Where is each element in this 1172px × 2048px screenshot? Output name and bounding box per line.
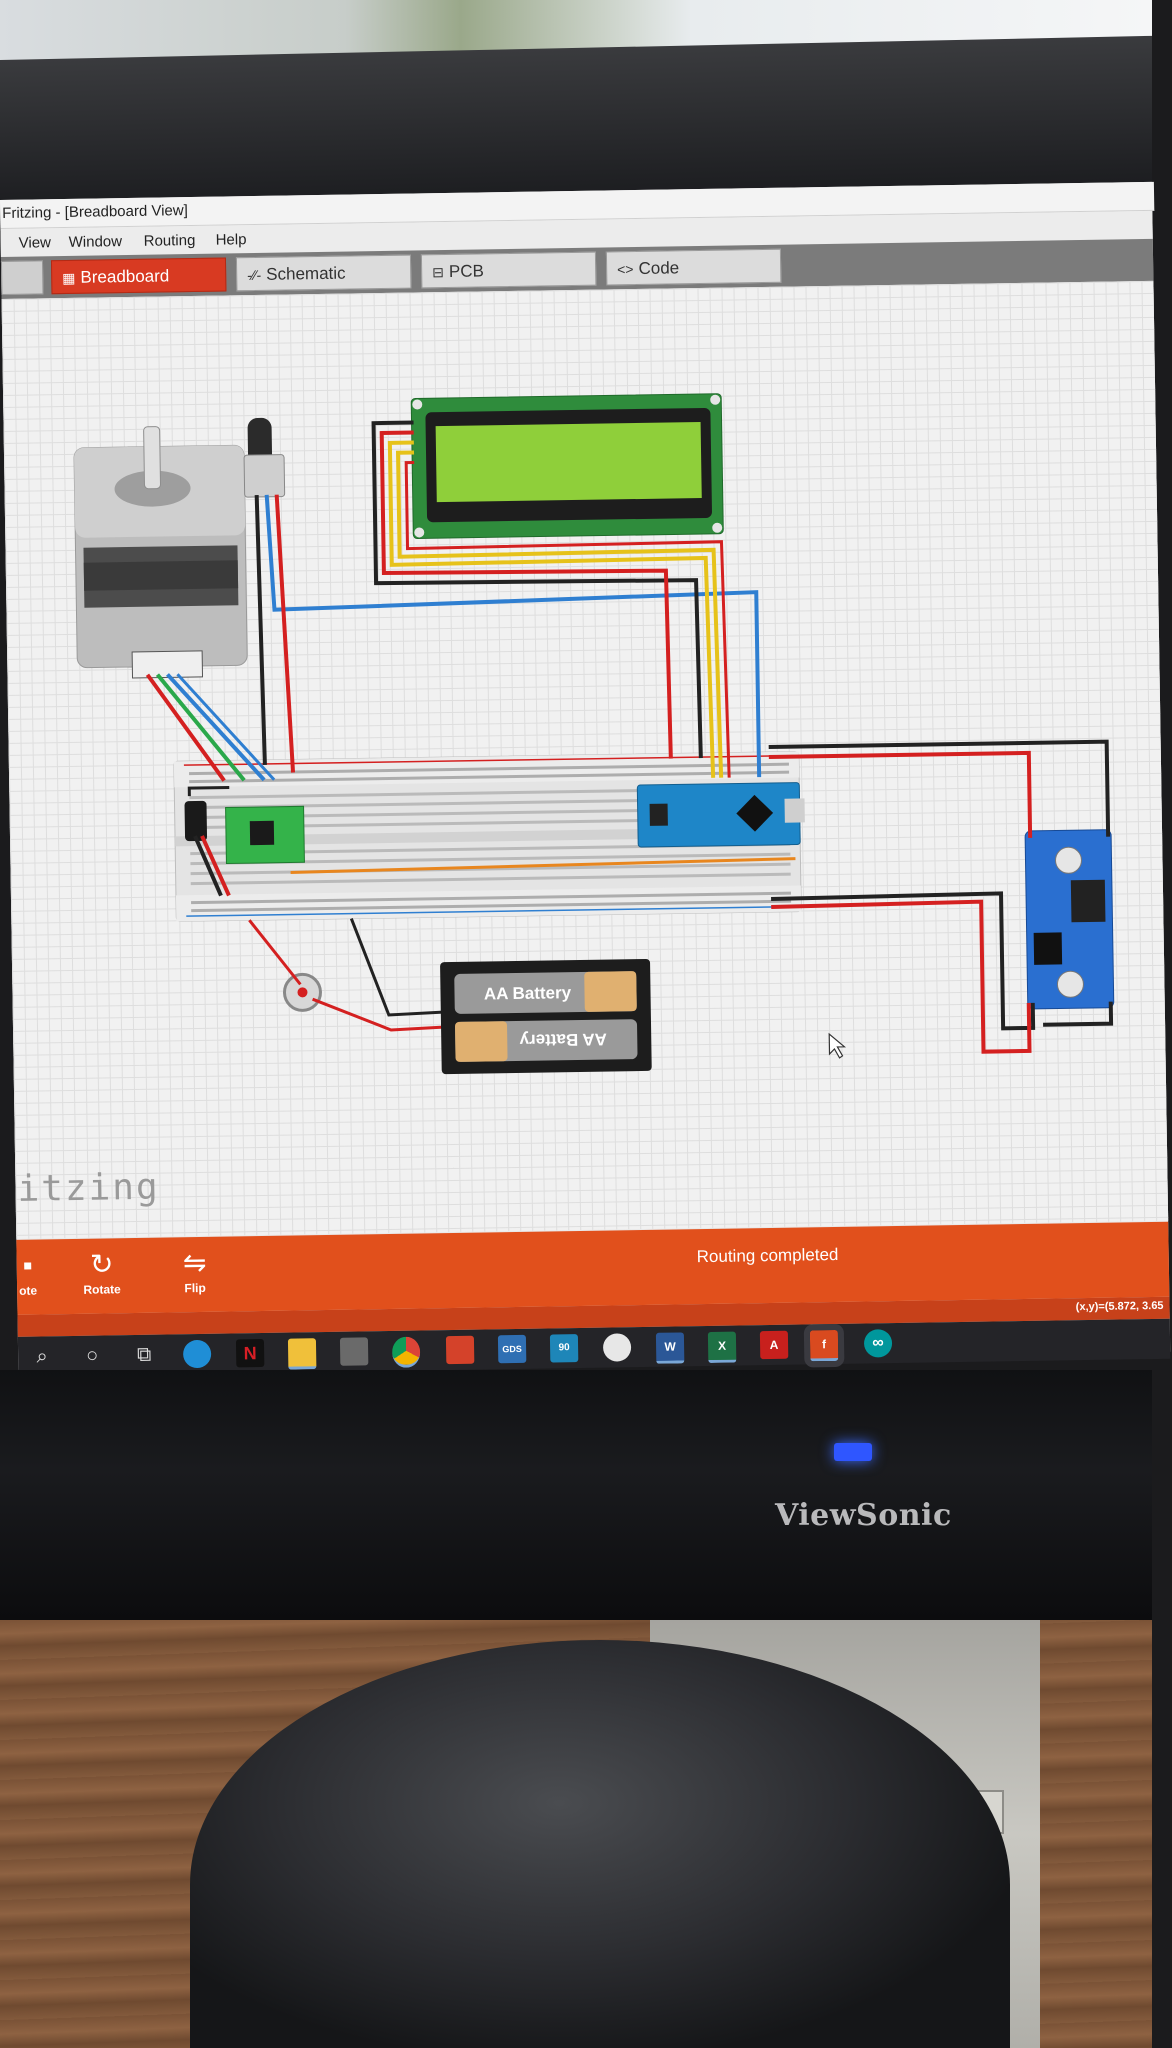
power-led-icon: [834, 1443, 872, 1461]
circuit-drawing: AA Battery AA Battery: [73, 393, 1115, 1075]
search-icon[interactable]: ⌕: [36, 1345, 48, 1368]
dc-jack[interactable]: [184, 800, 208, 842]
app-round-icon[interactable]: [602, 1333, 632, 1362]
fritzing-watermark: itzing: [17, 1166, 160, 1210]
menu-view[interactable]: View: [18, 234, 52, 252]
tab-schematic[interactable]: -⁄⁄- Schematic: [235, 254, 412, 292]
gds-icon[interactable]: GDS: [497, 1334, 527, 1364]
edge-icon[interactable]: [182, 1339, 212, 1369]
acrobat-icon[interactable]: A: [759, 1330, 789, 1360]
lcd-display[interactable]: [410, 393, 724, 539]
battery-label-top: AA Battery: [484, 983, 572, 1003]
chrome-icon[interactable]: [391, 1336, 421, 1368]
tab-pcb-label: PCB: [448, 261, 485, 281]
excel-icon[interactable]: X: [707, 1331, 737, 1364]
mouse-cursor-icon: [828, 1032, 847, 1059]
stepper-driver-board[interactable]: [225, 805, 305, 865]
note-button[interactable]: ▪ ote: [16, 1248, 39, 1298]
tab-schematic-label: Schematic: [266, 263, 346, 284]
store-icon[interactable]: [339, 1337, 369, 1366]
stepper-motor[interactable]: [73, 425, 248, 679]
tab-breadboard-label: Breadboard: [80, 266, 170, 287]
file-explorer-icon[interactable]: [287, 1338, 317, 1370]
potentiometer[interactable]: [243, 417, 286, 498]
cursor-coordinates: (x,y)=(5.872, 3.65: [1075, 1299, 1164, 1314]
monitor-bezel-bottom: [0, 1370, 1152, 1620]
tab-code-label: Code: [638, 258, 680, 278]
window-title: Fritzing - [Breadboard View]: [2, 202, 188, 222]
tab-code[interactable]: <>Code: [605, 248, 782, 286]
app-icon[interactable]: 90: [549, 1334, 579, 1363]
sketchup-icon[interactable]: [445, 1335, 475, 1365]
arduino-icon[interactable]: ∞: [863, 1329, 893, 1358]
menu-help[interactable]: Help: [215, 231, 247, 249]
buck-converter[interactable]: [1024, 829, 1115, 1010]
note-icon: ▪: [22, 1249, 33, 1281]
arduino-nano[interactable]: [636, 782, 805, 848]
fritzing-icon[interactable]: f: [803, 1323, 845, 1368]
monitor-stand: [190, 1640, 1010, 2048]
menu-window[interactable]: Window: [68, 233, 123, 251]
rotate-icon: ↻: [89, 1248, 114, 1280]
monitor-screen: Fritzing - [Breadboard View] View Window…: [0, 181, 1171, 1377]
rotate-label: Rotate: [83, 1282, 121, 1297]
flip-label: Flip: [184, 1280, 206, 1296]
breadboard-icon: ▦: [62, 269, 76, 287]
tab-breadboard[interactable]: ▦Breadboard: [50, 257, 227, 295]
aa-battery-pack[interactable]: AA Battery AA Battery: [440, 958, 652, 1075]
breadboard-canvas[interactable]: AA Battery AA Battery itzing: [1, 280, 1169, 1239]
flip-icon: ⇋: [182, 1246, 207, 1279]
routing-status: Routing completed: [696, 1244, 839, 1267]
tab-pcb[interactable]: ⊟PCB: [420, 251, 597, 289]
rotate-button[interactable]: ↻ Rotate: [74, 1246, 129, 1297]
menu-routing[interactable]: Routing: [143, 231, 196, 250]
netflix-icon[interactable]: N: [235, 1338, 265, 1368]
monitor-brand-logo: ViewSonic: [775, 1498, 952, 1533]
power-switch[interactable]: [282, 972, 322, 1012]
word-icon[interactable]: W: [655, 1332, 685, 1364]
pcb-icon: ⊟: [432, 264, 445, 281]
note-label: ote: [19, 1283, 38, 1298]
tab-partial[interactable]: [0, 260, 44, 295]
task-view-icon[interactable]: ⧉: [136, 1343, 152, 1366]
code-icon: <>: [617, 261, 634, 278]
cortana-icon[interactable]: ○: [85, 1344, 99, 1367]
flip-button[interactable]: ⇋Flip: [174, 1245, 215, 1296]
battery-label-bottom: AA Battery: [519, 1030, 607, 1050]
schematic-icon: -⁄⁄-: [247, 266, 262, 284]
